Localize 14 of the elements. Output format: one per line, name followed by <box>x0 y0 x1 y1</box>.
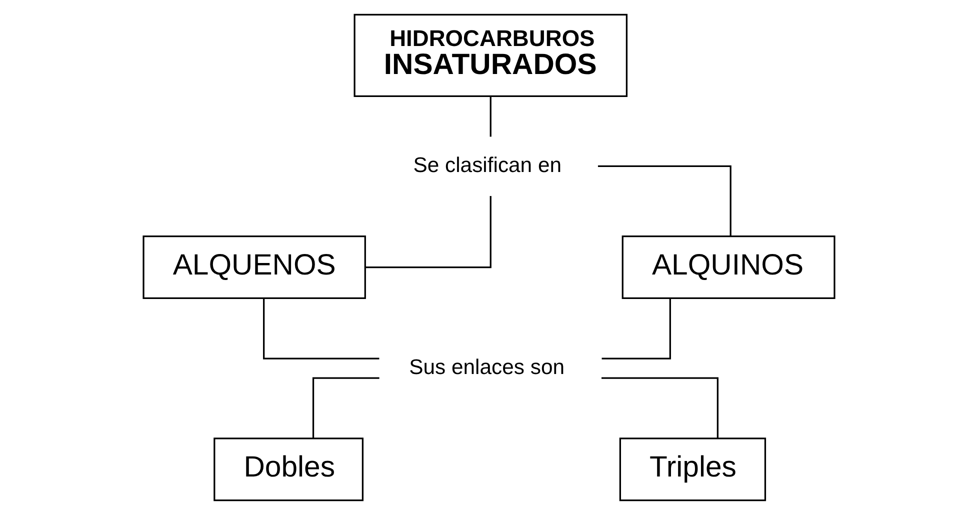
connector <box>312 377 379 438</box>
connector <box>597 165 731 236</box>
node-text: Se clasifican en <box>412 154 562 177</box>
connector <box>489 96 491 137</box>
node-box: ALQUINOS <box>621 236 835 300</box>
connector <box>365 196 491 268</box>
node-text: Sus enlaces son <box>408 356 564 379</box>
connector <box>601 377 718 438</box>
connector <box>601 298 670 360</box>
node-box: Dobles <box>213 438 364 502</box>
connector <box>262 298 379 360</box>
node-box: HIDROCARBUROS INSATURADOS <box>353 14 628 97</box>
node-box: Triples <box>618 438 766 502</box>
node-box: ALQUENOS <box>142 236 366 300</box>
